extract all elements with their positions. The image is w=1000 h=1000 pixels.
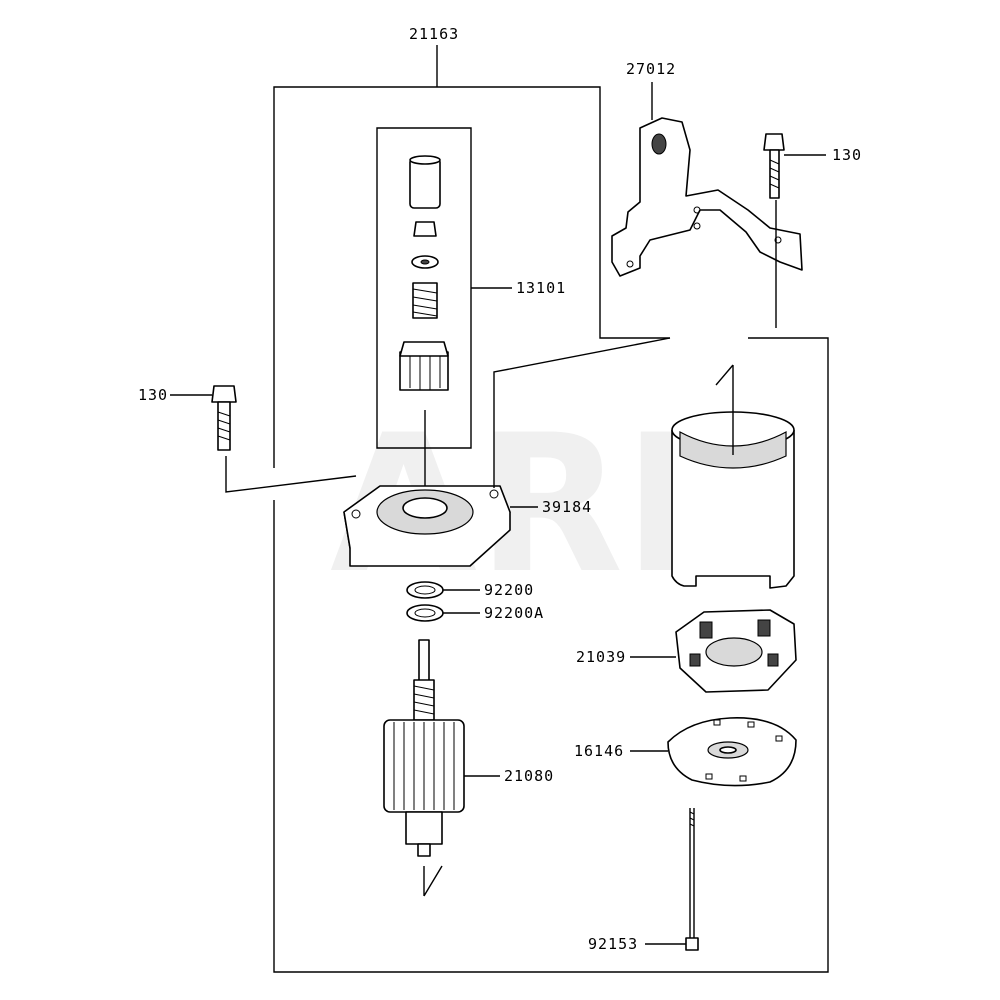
bolt-130-right[interactable]: [763, 133, 826, 328]
label-130-right: 130: [832, 146, 862, 164]
assembly-frame: [273, 45, 829, 973]
motor-housing[interactable]: [671, 364, 795, 589]
label-16146: 16146: [574, 742, 624, 760]
label-21039: 21039: [576, 648, 626, 666]
brush-holder-21039[interactable]: [630, 609, 797, 693]
through-bolt-92153[interactable]: [645, 808, 699, 951]
armature-21080[interactable]: [383, 639, 500, 897]
plate-16146[interactable]: [630, 717, 797, 787]
label-27012: 27012: [626, 60, 676, 78]
bracket-27012[interactable]: [611, 82, 803, 277]
label-92200: 92200: [484, 581, 534, 599]
washer-92200a[interactable]: [406, 604, 480, 622]
washer-92200[interactable]: [406, 581, 480, 599]
bolt-130-left[interactable]: [170, 385, 357, 493]
pinion-kit-13101[interactable]: [399, 155, 512, 495]
label-13101: 13101: [516, 279, 566, 297]
label-21163: 21163: [409, 25, 459, 43]
end-cover-39184[interactable]: [343, 337, 671, 567]
label-21080: 21080: [504, 767, 554, 785]
label-92200a: 92200A: [484, 604, 544, 622]
label-39184: 39184: [542, 498, 592, 516]
label-130-left: 130: [138, 386, 168, 404]
pinion-kit-box: [376, 127, 472, 449]
label-92153: 92153: [588, 935, 638, 953]
